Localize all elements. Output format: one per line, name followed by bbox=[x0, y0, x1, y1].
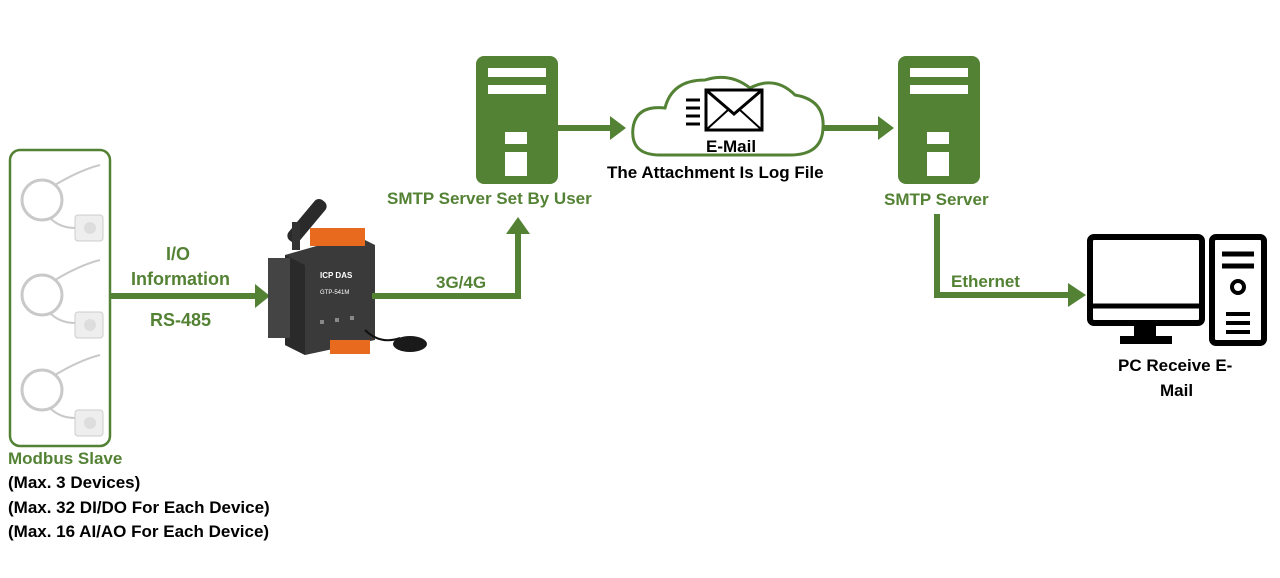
server-icon bbox=[476, 56, 558, 184]
modbus-line1: (Max. 3 Devices) bbox=[8, 473, 141, 492]
device-brand-text: ICP DAS bbox=[320, 271, 353, 280]
humidity-sensor-icon bbox=[20, 259, 104, 339]
server-icon bbox=[898, 56, 980, 184]
humidity-sensor-icon bbox=[20, 164, 104, 242]
pc-monitor-icon bbox=[1087, 234, 1205, 344]
device-model-text: GTP-541M bbox=[320, 290, 349, 296]
arrow-head bbox=[610, 116, 626, 140]
arrow-head bbox=[506, 217, 530, 234]
link-3g4g-label: 3G/4G bbox=[436, 273, 487, 292]
modbus-line3: (Max. 16 AI/AO For Each Device) bbox=[8, 522, 270, 541]
io-label: I/O bbox=[166, 244, 191, 264]
arrow-smtp-to-pc bbox=[934, 214, 1070, 298]
envelope-icon bbox=[686, 88, 764, 132]
ethernet-label: Ethernet bbox=[951, 272, 1020, 291]
arrow-head bbox=[1068, 283, 1086, 307]
pc-tower-icon bbox=[1209, 234, 1267, 346]
pc-label-line1: PC Receive E- bbox=[1118, 356, 1233, 375]
modbus-title: Modbus Slave bbox=[8, 449, 123, 468]
arrow-head bbox=[878, 116, 894, 140]
humidity-sensor-icon bbox=[20, 354, 104, 437]
sensor-group bbox=[8, 148, 112, 448]
pc-label-line2: Mail bbox=[1160, 381, 1194, 400]
smtp-user-label: SMTP Server Set By User bbox=[387, 189, 592, 208]
smtp-server-label: SMTP Server bbox=[884, 190, 989, 209]
email-label: E-Mail bbox=[706, 137, 757, 156]
attachment-label: The Attachment Is Log File bbox=[607, 163, 824, 182]
modbus-line2: (Max. 32 DI/DO For Each Device) bbox=[8, 498, 270, 517]
arrow-gateway-to-smtp-user bbox=[372, 232, 521, 299]
arrow-head bbox=[255, 284, 270, 308]
rs485-label: RS-485 bbox=[150, 310, 212, 330]
information-label: Information bbox=[131, 269, 230, 289]
gateway-device-icon: ICP DAS GTP-541M bbox=[268, 199, 427, 355]
